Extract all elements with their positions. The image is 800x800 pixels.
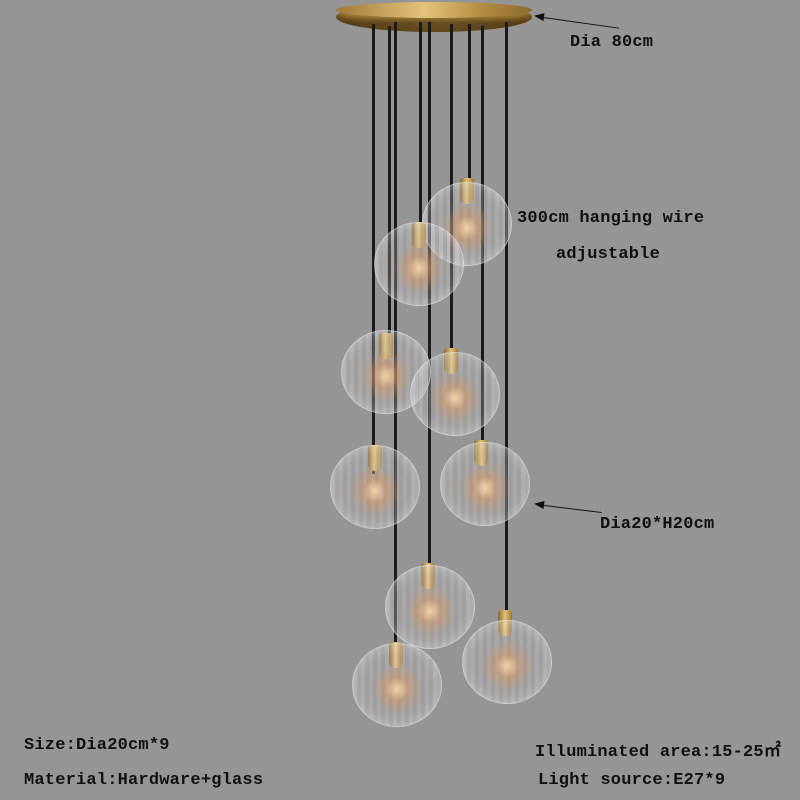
hanging-wire bbox=[388, 26, 391, 344]
glass-globe-pendant bbox=[330, 445, 420, 529]
hanging-wire bbox=[505, 22, 508, 622]
glass-globe-pendant bbox=[385, 565, 475, 649]
canopy-rim bbox=[336, 2, 532, 18]
spec-illuminated-area: Illuminated area:15-25㎡ bbox=[535, 743, 782, 762]
spec-material: Material:Hardware+glass bbox=[24, 771, 264, 790]
globe-size-arrow bbox=[535, 504, 602, 514]
glass-globe-pendant bbox=[422, 182, 512, 266]
wire-length-label: 300cm hanging wire bbox=[517, 209, 705, 228]
wire-adjustable-label: adjustable bbox=[556, 245, 661, 264]
spec-size: Size:Dia20cm*9 bbox=[24, 736, 170, 755]
hanging-wire bbox=[372, 24, 375, 474]
glass-globe-pendant bbox=[462, 620, 552, 704]
glass-globe-pendant bbox=[352, 643, 442, 727]
glass-globe-pendant bbox=[410, 352, 500, 436]
glass-globe-pendant bbox=[374, 222, 464, 306]
spec-light-source: Light source:E27*9 bbox=[538, 771, 726, 790]
glass-globe-pendant bbox=[440, 442, 530, 526]
hanging-wire bbox=[419, 22, 422, 222]
hanging-wire bbox=[468, 24, 471, 184]
canopy-diameter-label: Dia 80cm bbox=[570, 33, 654, 52]
canopy-arrow bbox=[535, 16, 620, 29]
globe-size-label: Dia20*H20cm bbox=[600, 515, 715, 534]
